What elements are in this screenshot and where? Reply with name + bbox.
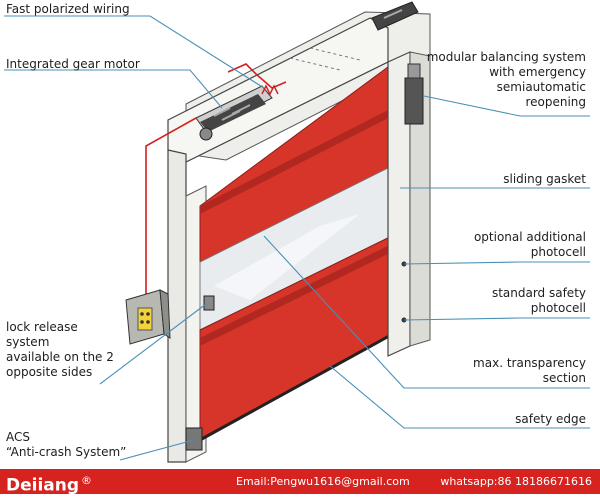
leader-acs xyxy=(119,439,195,461)
leader-fast-wiring xyxy=(4,15,265,89)
door-diagram xyxy=(4,1,590,463)
label-gear-motor: Integrated gear motor xyxy=(6,57,140,71)
label-lock-release: lock release system available on the 2 o… xyxy=(6,320,114,379)
label-balancing: modular balancing system with emergency … xyxy=(426,50,586,109)
footer-bar: Deiiang® Email:Pengwu1616@gmail.com what… xyxy=(0,469,600,497)
contact-whatsapp: whatsapp:86 18186671616 xyxy=(440,475,592,488)
leader-lines xyxy=(4,15,590,461)
acs-mechanism xyxy=(185,427,203,451)
brand-name: Deiiang® xyxy=(6,470,92,497)
leader-gear-motor xyxy=(4,69,223,109)
label-photocell-optional: optional additional photocell xyxy=(473,230,586,259)
label-photocell-standard: standard safety photocell xyxy=(491,286,586,315)
leader-safety-edge xyxy=(329,365,590,429)
curtain-stripe-2 xyxy=(200,240,400,346)
leader-lock-release xyxy=(99,303,207,385)
gear-motor xyxy=(195,85,273,141)
label-acs: ACS “Anti-crash System” xyxy=(6,430,127,459)
window-shine xyxy=(214,214,360,300)
label-safety-edge: safety edge xyxy=(515,412,586,426)
top-box-dash-2 xyxy=(309,47,361,61)
left-frame xyxy=(167,149,187,463)
control-box xyxy=(125,289,171,345)
contact-email: Email:Pengwu1616@gmail.com xyxy=(236,475,410,488)
top-box-dash xyxy=(289,57,341,71)
label-sliding-gasket: sliding gasket xyxy=(503,172,586,186)
label-transparency: max. transparency section xyxy=(473,356,586,385)
wiring-drop xyxy=(145,117,197,300)
leader-balancing xyxy=(423,95,590,117)
leader-transparency xyxy=(263,235,590,389)
brand-registered-mark: ® xyxy=(81,474,93,487)
right-frame-side xyxy=(409,51,431,347)
brand-text: Deiiang xyxy=(6,475,80,496)
label-fast-wiring: Fast polarized wiring xyxy=(6,2,130,16)
top-right-gear xyxy=(371,1,419,31)
wiring-squiggle xyxy=(261,84,279,96)
wiring-line xyxy=(227,63,287,89)
lock-release-handle xyxy=(203,295,215,311)
balancing-spring-top xyxy=(407,63,421,79)
balancing-spring xyxy=(404,77,424,125)
leader-photocell-standard xyxy=(403,317,590,321)
leader-photocell-optional xyxy=(403,261,590,265)
curtain-stripe-1 xyxy=(200,104,400,214)
safety-edge-line xyxy=(199,328,401,442)
